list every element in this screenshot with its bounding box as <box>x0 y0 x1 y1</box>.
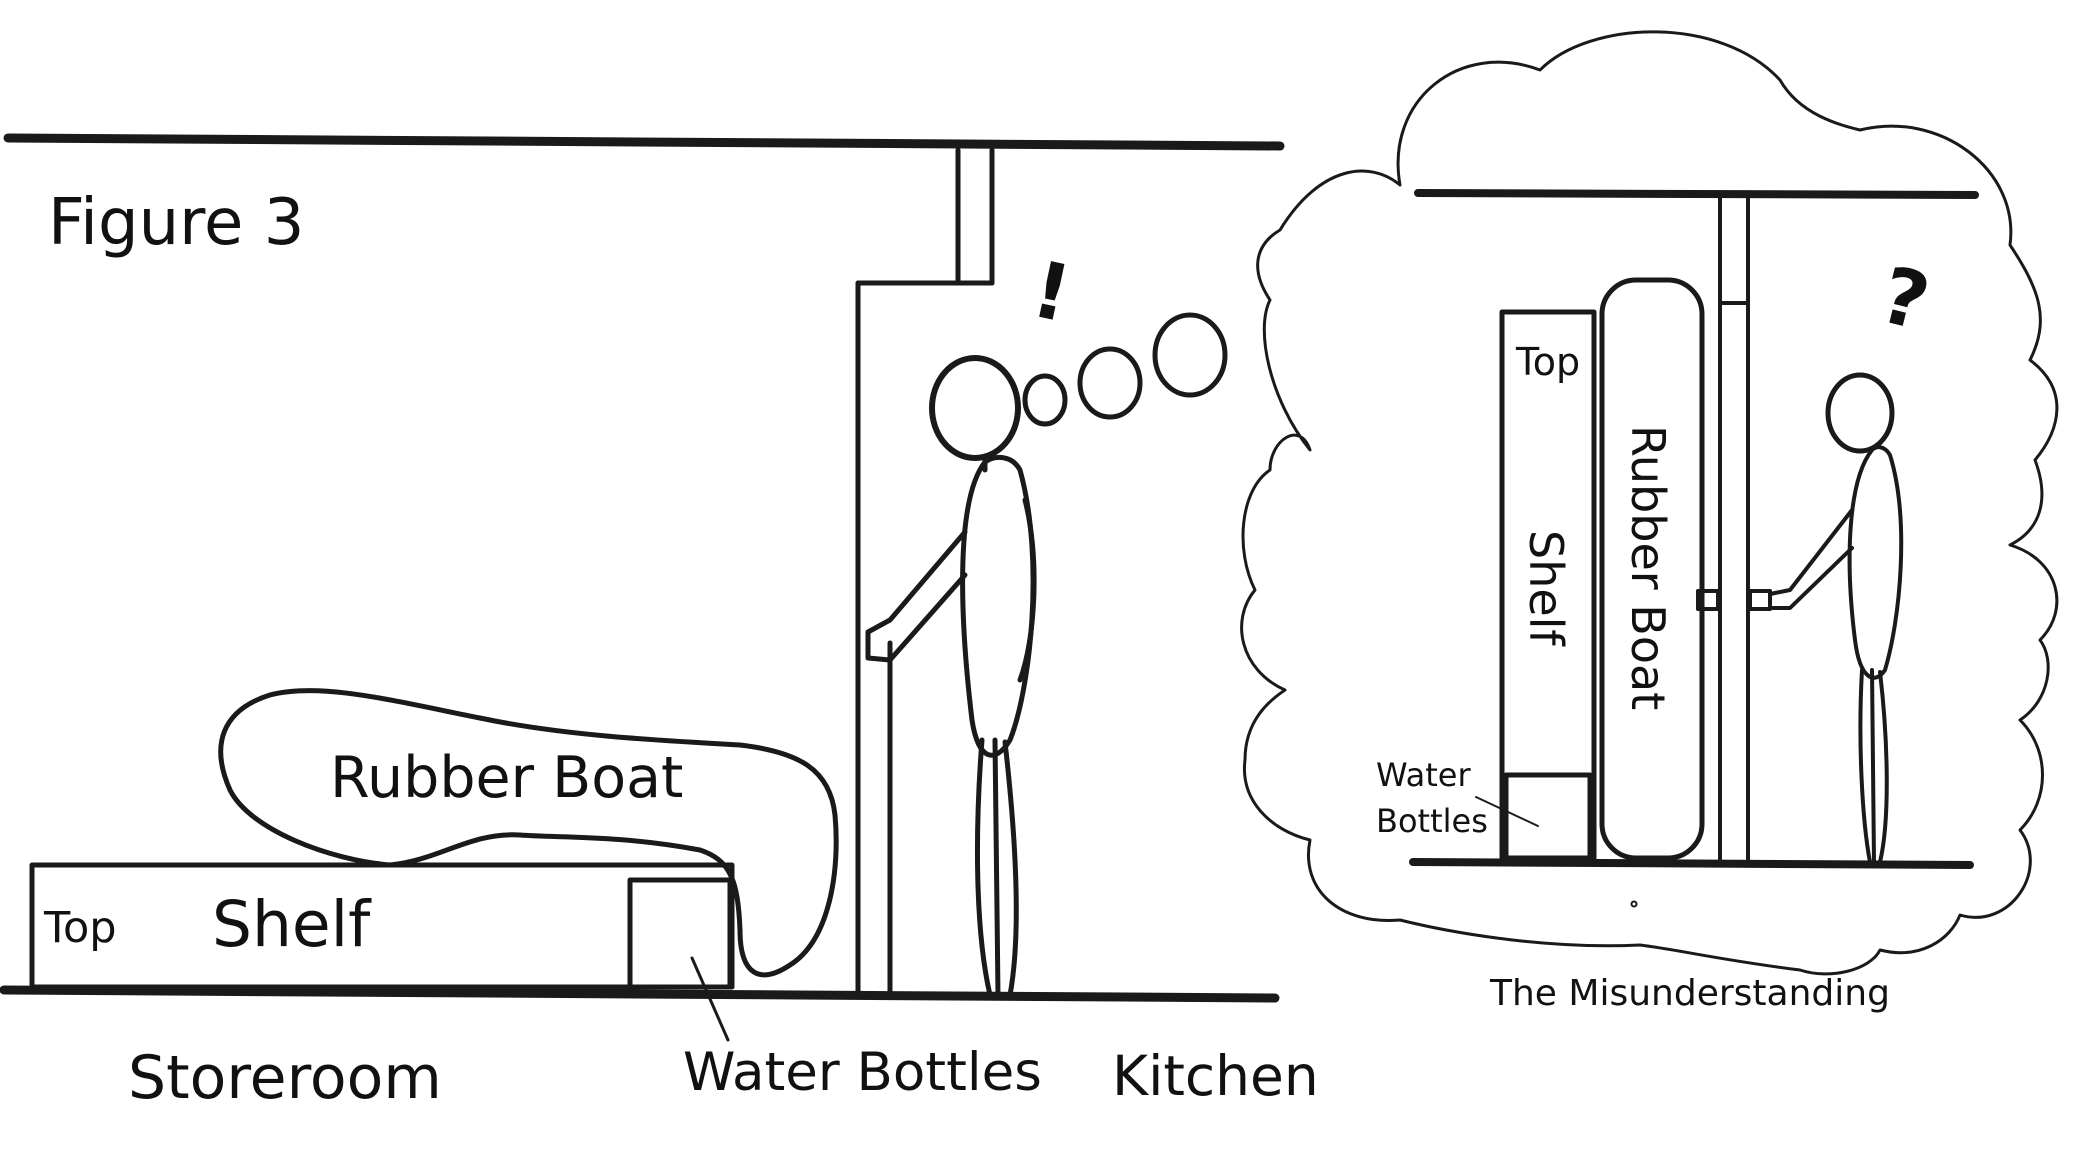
inner-door-handle <box>1696 589 1720 611</box>
person-torso <box>960 455 1036 758</box>
inner-floor-line <box>1409 858 1974 869</box>
inner-person <box>1768 372 1904 864</box>
ceiling-line <box>3 133 1285 151</box>
thought-cloud: ? Top Shelf Rubber Boat Water Bottles Th… <box>1240 30 2059 1014</box>
kitchen-label: Kitchen <box>1112 1044 1319 1108</box>
inner-water-label-line2: Bottles <box>1376 802 1488 840</box>
water-bottles-leader <box>690 956 730 1042</box>
inner-rubber-boat <box>1599 277 1705 861</box>
inner-water-label-line1: Water <box>1376 756 1471 794</box>
thought-bubble-small <box>1022 373 1068 427</box>
boat-label: Rubber Boat <box>330 745 683 811</box>
person-head <box>929 355 1021 461</box>
top-label: Top <box>43 903 117 953</box>
main-scene: ! Rubber Boat Shelf Top Water Bottles St… <box>0 133 1319 1113</box>
shelf-label: Shelf <box>212 888 372 961</box>
inner-water-leader <box>1475 796 1539 827</box>
person-arm <box>865 529 968 663</box>
person-figure <box>865 355 1037 998</box>
inner-shelf-label: Shelf <box>1519 530 1573 647</box>
shelf <box>29 862 735 1042</box>
thought-bubble-medium <box>1077 346 1143 420</box>
cloud-outline <box>1240 30 2059 976</box>
thought-bubble-large <box>1152 312 1228 398</box>
inner-boat-label: Rubber Boat <box>1621 425 1675 710</box>
person-legs <box>974 737 1019 998</box>
doorway-wall <box>855 147 995 995</box>
question-mark: ? <box>1872 251 1938 349</box>
inner-water-bottles-box <box>1503 772 1593 861</box>
floor-line <box>0 985 1280 1003</box>
figure-title: Figure 3 <box>48 186 304 260</box>
inner-ceiling-line <box>1414 189 1979 199</box>
exclamation-mark: ! <box>1025 245 1079 340</box>
rubber-boat-shape <box>218 688 839 978</box>
inner-top-label: Top <box>1515 340 1580 384</box>
person-arm-right <box>1017 497 1037 683</box>
storeroom-label: Storeroom <box>128 1043 442 1113</box>
water-bottles-label: Water Bottles <box>683 1042 1042 1103</box>
misunderstanding-caption: The Misunderstanding <box>1489 973 1890 1014</box>
